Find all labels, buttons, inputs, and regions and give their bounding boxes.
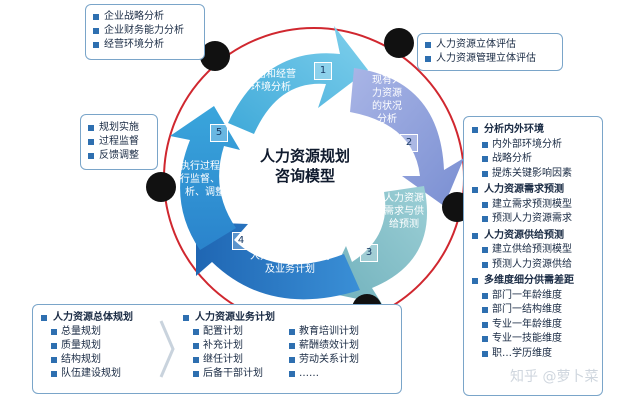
chevron-right-icon [159, 320, 175, 378]
step-3-label-line: 需求与供 [384, 206, 424, 217]
list-item: 战略分析 [470, 152, 596, 167]
list-item: 人力资源立体评估 [424, 38, 556, 52]
business-plan-column: 人力资源业务计划 配置计划 补充计划 继任计划 后备干部计划 教育培训计划 薪酬… [181, 311, 359, 381]
step-5-label-line: 析、调整 [185, 187, 225, 198]
step-3-number: 3 [360, 244, 378, 262]
step-5-label-line: 行监督、分 [180, 174, 230, 185]
step-5-number: 5 [210, 124, 228, 142]
group-heading: 人力资源总体规划 [39, 311, 133, 325]
step-3-label-line: 给预测 [389, 219, 419, 230]
step-2-arrow [350, 68, 464, 206]
list-item: 内外部环境分析 [470, 138, 596, 153]
group-heading: 人力资源业务计划 [181, 311, 359, 325]
list-item: 队伍建设规划 [39, 367, 133, 381]
group-heading: 人力资源供给预测 [470, 229, 596, 244]
list-item: 建立需求预测模型 [470, 198, 596, 213]
step-5-label-line: 执行过程进 [180, 161, 230, 172]
list-item: 劳动关系计划 [277, 353, 359, 367]
list-item: 配置计划 [181, 325, 273, 339]
list-item: 教育培训计划 [277, 325, 359, 339]
step-2-label-line: 分析 [377, 114, 397, 125]
step-4-label: 人力资源总体规划 及业务计划 [250, 250, 330, 276]
list-item: 预测人力资源需求 [470, 212, 596, 227]
box-implementation: 规划实施 过程监督 反馈调整 [80, 114, 158, 170]
list-item: 建立供给预测模型 [470, 243, 596, 258]
list-item: 结构规划 [39, 353, 133, 367]
step-1-label-line: 环境分析 [251, 82, 291, 93]
list-item: 部门一年龄维度 [470, 289, 596, 304]
step-2-label-line: 力资源 [372, 88, 402, 99]
list-item: 经营环境分析 [92, 38, 198, 52]
watermark: 知乎 @萝卜菜 [510, 369, 599, 385]
box-forecast: 分析内外环境 内外部环境分析 战略分析 提炼关键影响因素 人力资源需求预测 建立… [463, 116, 603, 396]
list-item: 提炼关键影响因素 [470, 167, 596, 182]
list-item: 过程监督 [87, 135, 151, 149]
list-item: 规划实施 [87, 121, 151, 135]
list-item: 总量规划 [39, 325, 133, 339]
center-title: 人力资源规划 咨询模型 [240, 146, 370, 186]
list-item: 部门一结构维度 [470, 303, 596, 318]
list-item: 预测人力资源供给 [470, 258, 596, 273]
connector-dot-top-right [384, 28, 414, 58]
list-item: 后备干部计划 [181, 367, 273, 381]
step-5-arrow [170, 106, 240, 250]
step-4-label-line: 及业务计划 [265, 264, 315, 275]
step-2-label: 现有人 力资源 的状况 分析 [372, 74, 402, 126]
center-title-line: 咨询模型 [274, 167, 335, 185]
group-heading: 分析内外环境 [470, 123, 596, 138]
step-2-label-line: 现有人 [372, 75, 402, 86]
list-item: 企业财务能力分析 [92, 24, 198, 38]
list-item: 企业战略分析 [92, 10, 198, 24]
overall-plan-column: 人力资源总体规划 总量规划 质量规划 结构规划 队伍建设规划 [39, 311, 133, 381]
step-3-label: 人力资源 需求与供 给预测 [384, 192, 424, 231]
step-1-label-line: 战略和经营 [246, 69, 296, 80]
list-item: …… [277, 367, 359, 381]
list-item: 质量规划 [39, 339, 133, 353]
step-2-label-line: 的状况 [372, 101, 402, 112]
list-item: 专业一年龄维度 [470, 318, 596, 333]
connector-dot-top-left [200, 41, 230, 71]
step-2-number: 2 [400, 134, 418, 152]
center-title-line: 人力资源规划 [259, 147, 350, 165]
step-4-arrow [196, 222, 360, 300]
step-3-label-line: 人力资源 [384, 193, 424, 204]
box-strategy-analysis: 企业战略分析 企业财务能力分析 经营环境分析 [85, 4, 205, 60]
list-item: 专业一技能维度 [470, 332, 596, 347]
list-item: 职…学历维度 [470, 347, 596, 362]
box-assessment: 人力资源立体评估 人力资源管理立体评估 [417, 33, 563, 71]
connector-dot-left [146, 172, 176, 202]
step-4-number: 4 [232, 232, 250, 250]
list-item: 薪酬绩效计划 [277, 339, 359, 353]
box-planning: 人力资源总体规划 总量规划 质量规划 结构规划 队伍建设规划 人力资源业务计划 … [32, 304, 402, 394]
list-item: 反馈调整 [87, 149, 151, 163]
list-item: 人力资源管理立体评估 [424, 52, 556, 66]
group-heading: 人力资源需求预测 [470, 183, 596, 198]
step-5-label: 执行过程进 行监督、分 析、调整 [180, 160, 230, 199]
step-4-label-line: 人力资源总体规划 [250, 251, 330, 262]
list-item: 继任计划 [181, 353, 273, 367]
step-1-label: 战略和经营 环境分析 [246, 68, 296, 94]
step-1-arrow [228, 26, 368, 134]
group-heading: 多维度细分供需差距 [470, 274, 596, 289]
step-1-number: 1 [314, 62, 332, 80]
list-item: 补充计划 [181, 339, 273, 353]
